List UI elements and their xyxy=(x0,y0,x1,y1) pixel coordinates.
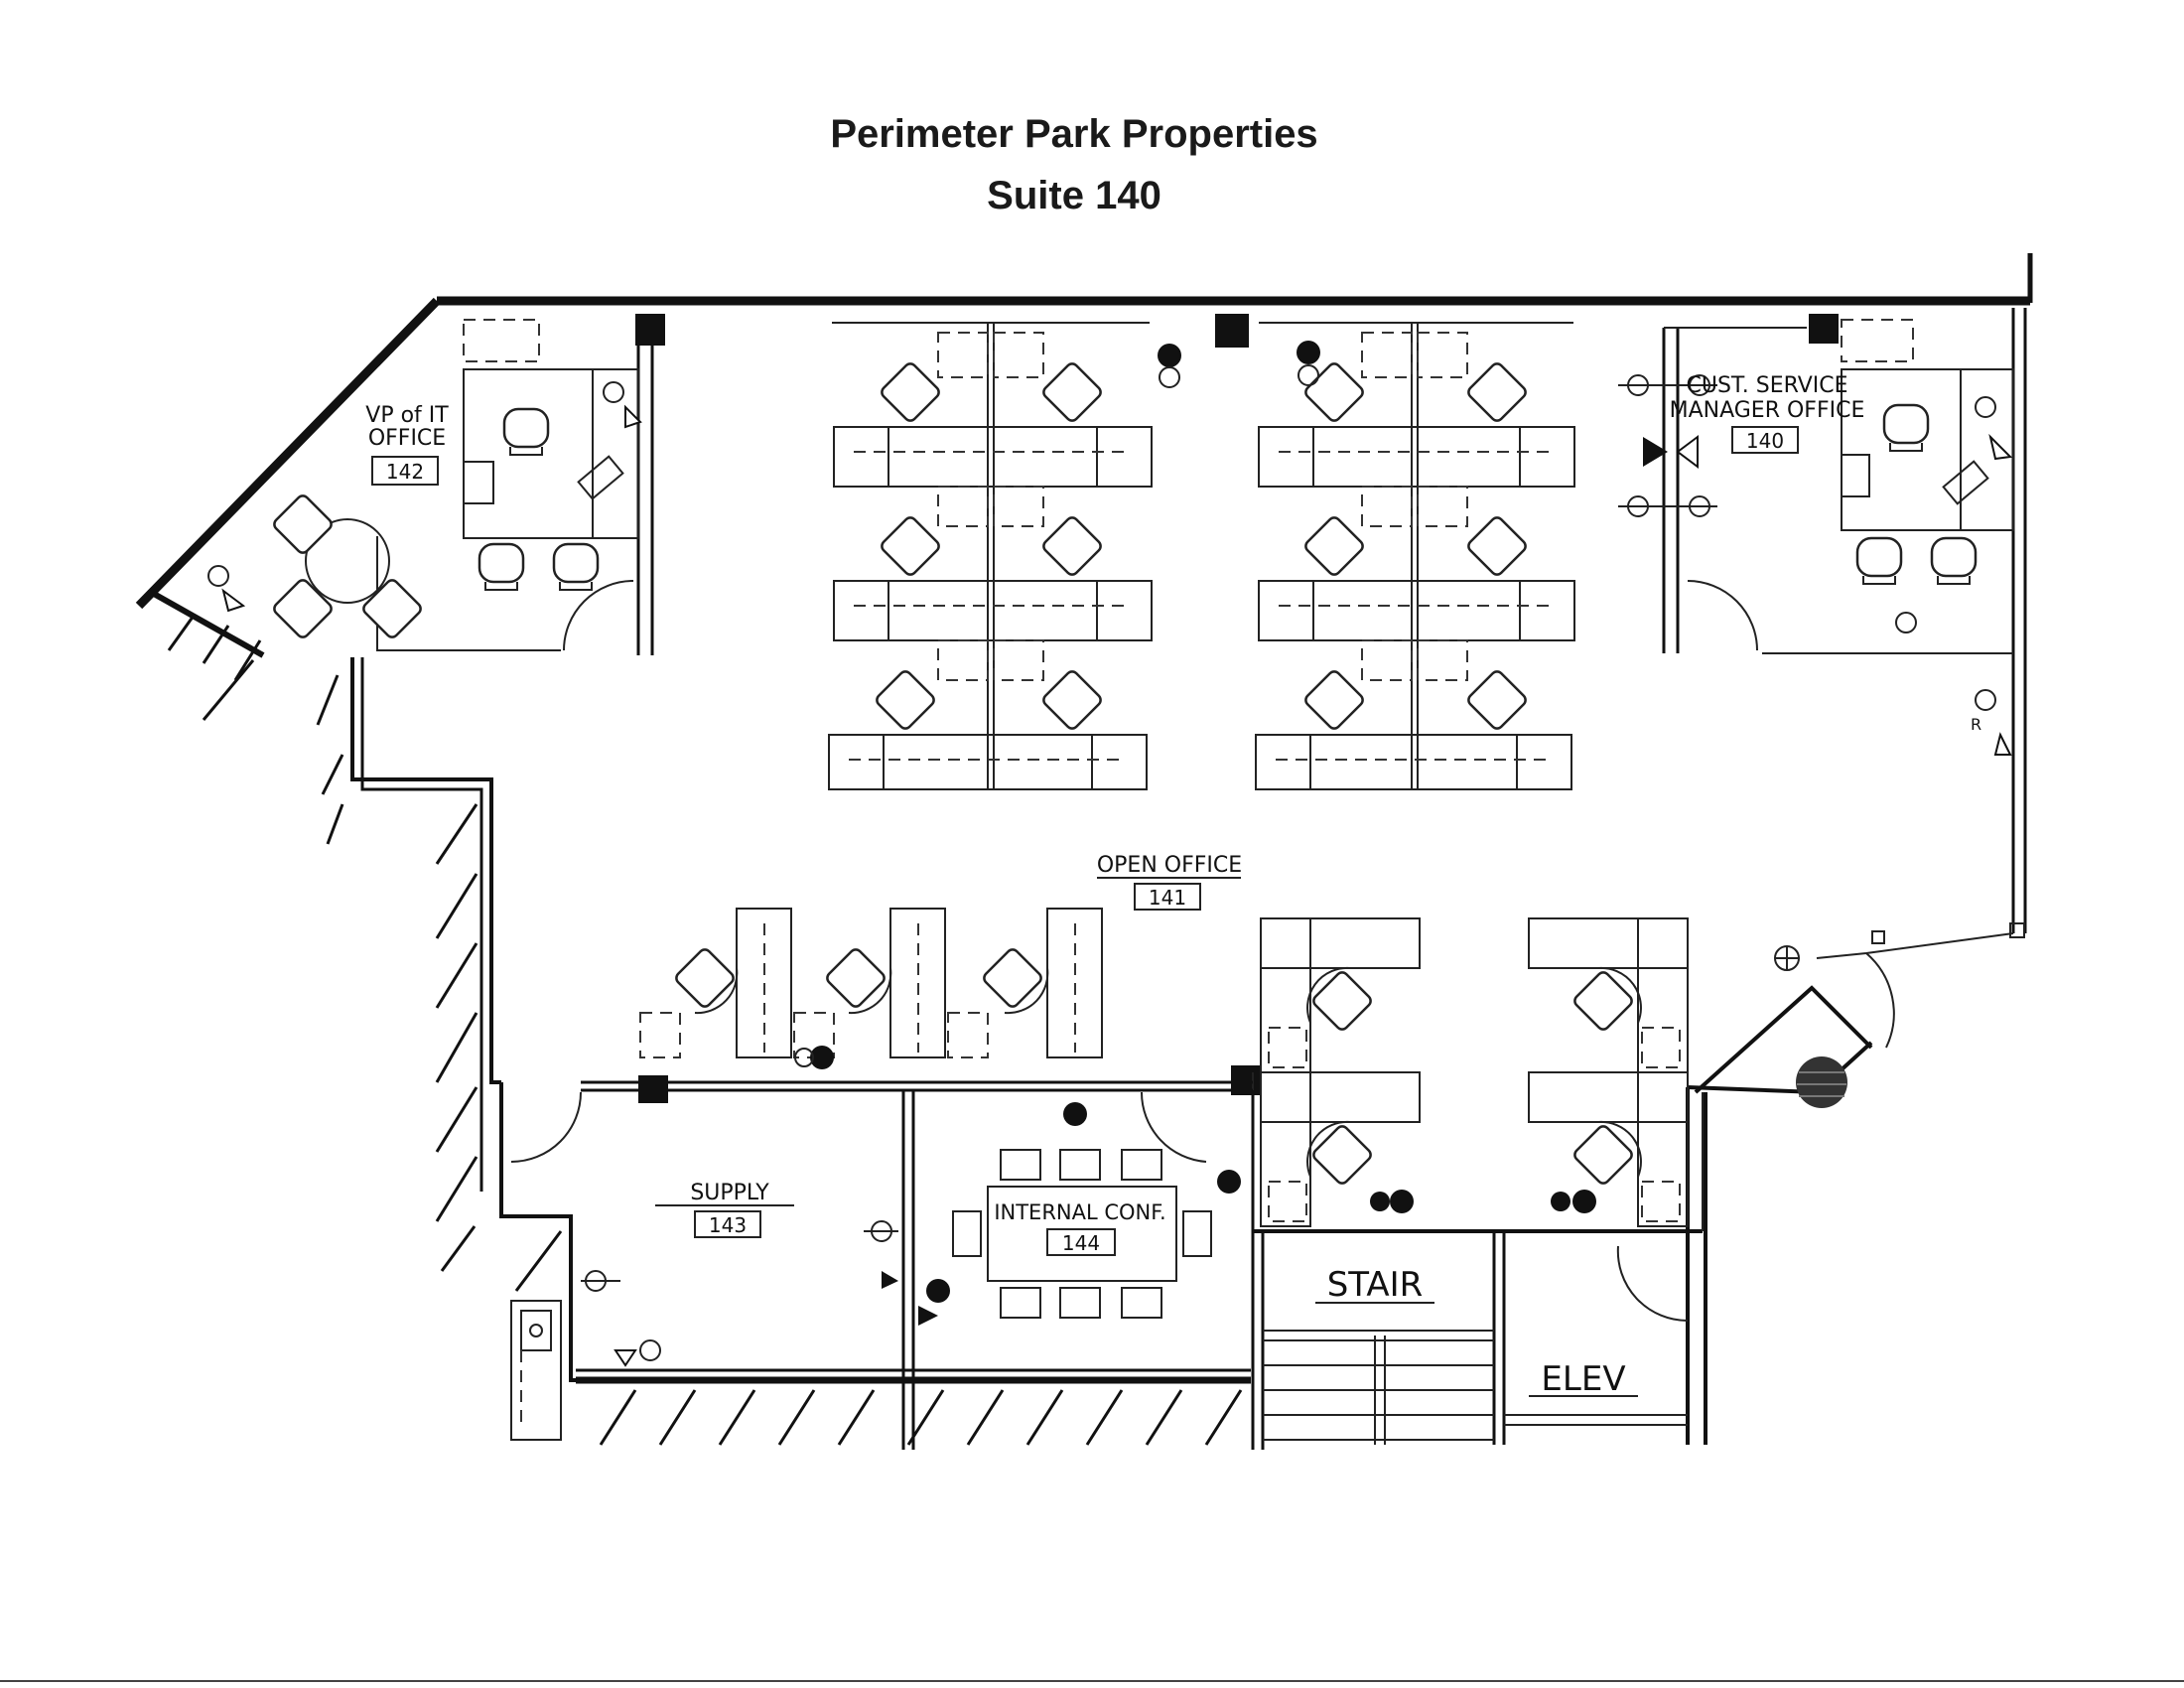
plan-subtitle: Suite 140 xyxy=(987,174,1161,217)
plan-title: Perimeter Park Properties xyxy=(830,112,1318,156)
workstations-top-left xyxy=(828,322,1181,790)
cust-service-label-2: MANAGER OFFICE xyxy=(1670,398,1865,423)
r-mark: R xyxy=(1971,715,1981,734)
workstations-top-right xyxy=(1255,322,1575,790)
entry-symbols xyxy=(1774,922,2025,1108)
open-office-141: OPEN OFFICE 141 xyxy=(1097,853,1242,911)
vp-office-label: VP of IT xyxy=(365,403,449,428)
stair-elevator: STAIR ELEV xyxy=(1263,1265,1688,1445)
page-bottom-rule xyxy=(0,1680,2184,1682)
open-office-number: 141 xyxy=(1149,886,1186,910)
exterior-hatching xyxy=(167,615,1243,1446)
open-office-label: OPEN OFFICE xyxy=(1097,853,1242,878)
vp-office-label-2: OFFICE xyxy=(368,426,446,451)
cust-service-label: CUST. SERVICE xyxy=(1687,373,1848,398)
elev-label: ELEV xyxy=(1541,1359,1625,1399)
supply-number: 143 xyxy=(709,1213,747,1237)
vp-office-number: 142 xyxy=(386,460,424,484)
internal-conf-144: INTERNAL CONF. 144 xyxy=(918,1102,1241,1326)
workstations-middle-right xyxy=(1252,917,1704,1233)
conf-label: INTERNAL CONF. xyxy=(994,1200,1165,1224)
interior-walls xyxy=(510,952,1895,1450)
supply-label: SUPPLY xyxy=(690,1181,769,1205)
supply-143: SUPPLY 143 xyxy=(510,1181,898,1441)
cust-service-number: 140 xyxy=(1746,429,1784,453)
cust-service-office-140: R CUST. SERVICE MANAGER OFFICE 140 xyxy=(1618,319,2014,756)
workstations-middle-left xyxy=(639,908,1103,1069)
stair-label: STAIR xyxy=(1327,1265,1424,1305)
vp-office-142: VP of IT OFFICE 142 xyxy=(207,319,654,655)
conf-number: 144 xyxy=(1062,1231,1100,1255)
